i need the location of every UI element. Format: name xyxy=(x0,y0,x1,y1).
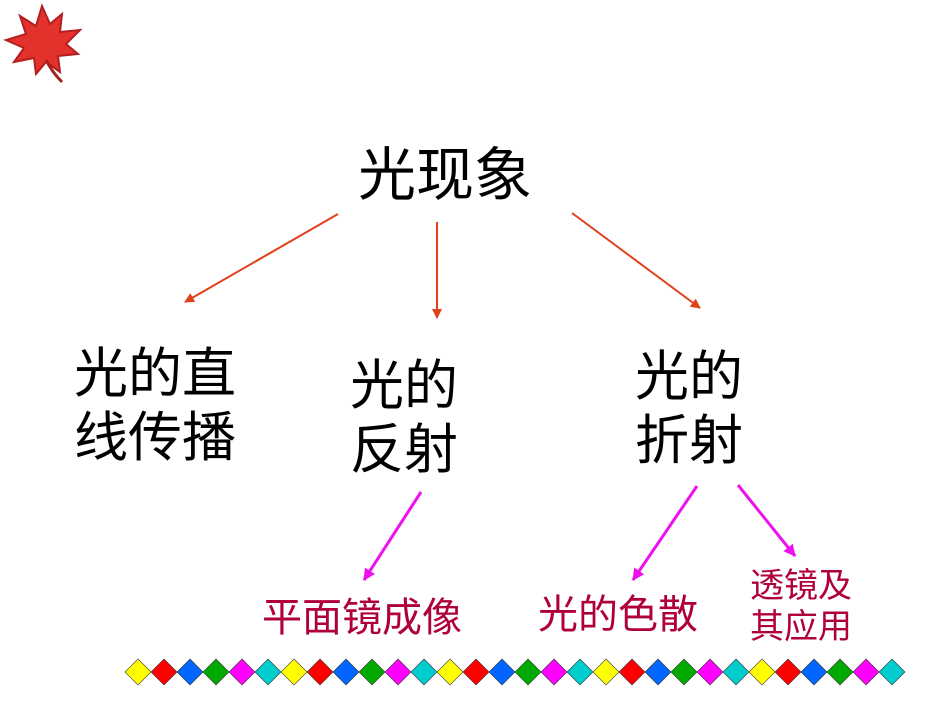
diamond-shape xyxy=(514,658,542,686)
diamond-shape xyxy=(228,658,256,686)
leaf-label-line: 光的色散 xyxy=(538,592,698,638)
diamond-shape xyxy=(618,658,646,686)
diamond-shape xyxy=(306,658,334,686)
leaf-label-line: 平面镜成像 xyxy=(262,595,462,641)
diamond-shape xyxy=(176,658,204,686)
leaf-label-line: 其应用 xyxy=(750,606,852,647)
diamond-shape xyxy=(410,658,438,686)
diamond-shape xyxy=(696,658,724,686)
diamond-shape xyxy=(592,658,620,686)
diamond-shape xyxy=(878,658,906,686)
leaf-label-line: 透镜及 xyxy=(750,566,852,606)
diamond-shape xyxy=(774,658,802,686)
diamond-shape xyxy=(540,658,568,686)
branch-label-line: 光的 xyxy=(350,354,458,417)
leaf-node-lens: 透镜及 其应用 xyxy=(750,566,852,648)
diamond-shape xyxy=(748,658,776,686)
branch-node-straight-propagation: 光的直 线传播 xyxy=(74,342,236,469)
diamond-shape xyxy=(462,658,490,686)
diamond-shape xyxy=(280,658,308,686)
diamond-shape xyxy=(202,658,230,686)
diamond-shape xyxy=(436,658,464,686)
branch-node-refraction: 光的 折射 xyxy=(635,345,743,472)
leaf-node-plane-mirror: 平面镜成像 xyxy=(262,594,462,642)
diamond-shape xyxy=(566,658,594,686)
diamond-shape xyxy=(358,658,386,686)
diamond-shape xyxy=(722,658,750,686)
diamond-shape xyxy=(254,658,282,686)
diamond-shape xyxy=(384,658,412,686)
maple-leaf-icon xyxy=(3,3,83,84)
branch-label-line: 光的直 xyxy=(74,342,236,405)
branch-label-line: 光的 xyxy=(635,345,743,408)
diamond-shape xyxy=(332,658,360,686)
arrow-refract-to-dispersion xyxy=(631,485,699,581)
diamond-shape xyxy=(644,658,672,686)
diamond-shape xyxy=(800,658,828,686)
diamond-shape xyxy=(124,658,152,686)
diamond-shape xyxy=(826,658,854,686)
diamond-shape xyxy=(852,658,880,686)
branch-node-reflection: 光的 反射 xyxy=(350,354,458,481)
arrow-root-to-refract xyxy=(571,212,701,309)
diamond-shape xyxy=(150,658,178,686)
branch-label-line: 折射 xyxy=(635,408,743,472)
arrow-refract-to-lens xyxy=(736,484,797,557)
arrow-reflect-to-mirror xyxy=(362,491,423,581)
branch-label-line: 反射 xyxy=(350,417,458,481)
root-node: 光现象 xyxy=(358,141,533,209)
diamond-shape xyxy=(670,658,698,686)
leaf-node-dispersion: 光的色散 xyxy=(538,591,698,639)
arrow-root-to-straight xyxy=(184,213,339,303)
branch-label-line: 线传播 xyxy=(74,405,236,469)
diamond-shape xyxy=(488,658,516,686)
